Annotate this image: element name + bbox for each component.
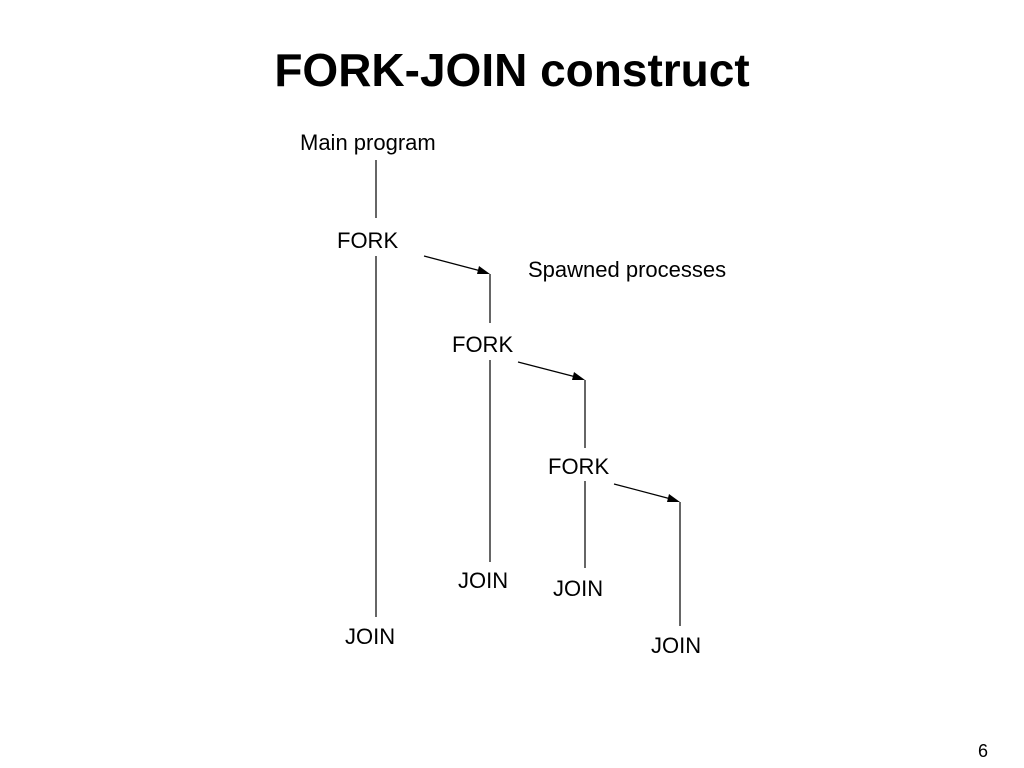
arrowhead-1 (477, 266, 490, 274)
page-number: 6 (977, 741, 988, 761)
join-label-process-2: JOIN (553, 576, 603, 601)
arrowhead-3 (667, 494, 680, 502)
slide-title: FORK-JOIN construct (274, 44, 750, 96)
join-label-process-3: JOIN (651, 633, 701, 658)
spawn-arrow-3 (613, 483, 672, 500)
spawn-arrow-1 (423, 255, 482, 272)
spawn-arrow-2 (517, 361, 577, 378)
fork-label-2: FORK (452, 332, 513, 357)
join-label-process-1: JOIN (458, 568, 508, 593)
main-program-label: Main program (300, 130, 436, 155)
arrowhead-2 (572, 372, 585, 380)
fork-label-3: FORK (548, 454, 609, 479)
spawned-processes-label: Spawned processes (528, 257, 726, 282)
fork-label-1: FORK (337, 228, 398, 253)
join-label-main: JOIN (345, 624, 395, 649)
